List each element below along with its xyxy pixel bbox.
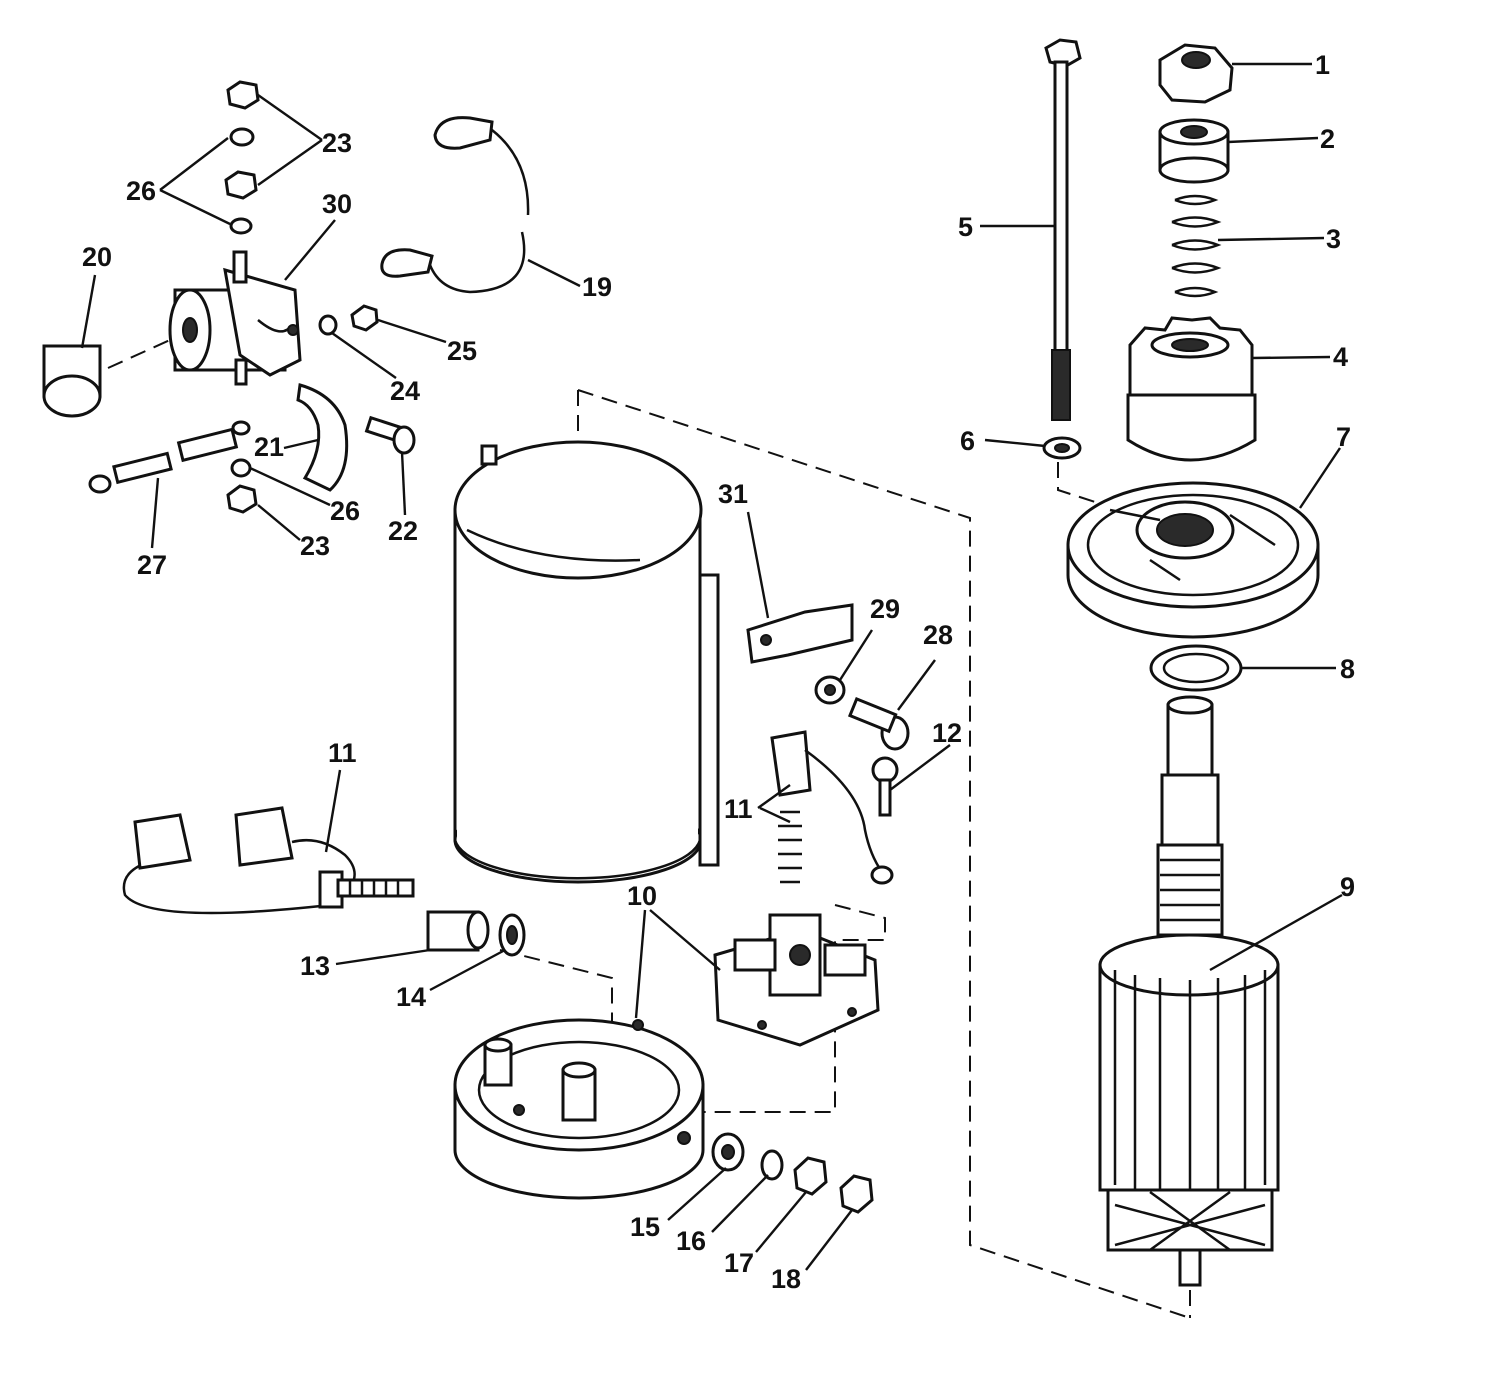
callout-21: 21 xyxy=(254,432,284,462)
callout-15: 15 xyxy=(630,1212,660,1242)
battery-cable xyxy=(380,116,530,294)
drive-stack xyxy=(1126,43,1257,462)
callout-24: 24 xyxy=(390,376,420,406)
callout-11b: 11 xyxy=(724,794,753,824)
callout-3: 3 xyxy=(1326,224,1341,254)
callout-25: 25 xyxy=(447,336,477,366)
callout-28: 28 xyxy=(923,620,953,650)
leader-lines xyxy=(80,62,1343,1271)
callout-5: 5 xyxy=(958,212,973,242)
callout-22: 22 xyxy=(388,516,418,546)
through-bolt xyxy=(1042,38,1082,460)
callout-12: 12 xyxy=(932,718,962,748)
plunger-link xyxy=(88,427,239,494)
callout-23a: 23 xyxy=(322,128,352,158)
callout-11a: 11 xyxy=(328,738,357,768)
callout-10: 10 xyxy=(627,881,657,911)
callout-31: 31 xyxy=(718,479,748,509)
callout-23b: 23 xyxy=(300,531,330,561)
callout-26b: 26 xyxy=(330,496,360,526)
callout-26a: 26 xyxy=(126,176,156,206)
callout-8: 8 xyxy=(1340,654,1355,684)
assembly-dashed-guides xyxy=(107,339,1191,1319)
thrust-washer xyxy=(1149,644,1243,692)
callout-14: 14 xyxy=(396,982,426,1012)
solenoid-assembly xyxy=(42,250,302,418)
callout-29: 29 xyxy=(870,594,900,624)
callout-13: 13 xyxy=(300,951,330,981)
callout-27: 27 xyxy=(137,550,167,580)
callout-6: 6 xyxy=(960,426,975,456)
brush-holder-plate xyxy=(713,913,880,1047)
callout-2: 2 xyxy=(1320,124,1335,154)
callout-20: 20 xyxy=(82,242,112,272)
callout-19: 19 xyxy=(582,272,612,302)
callout-labels: 1 2 3 4 5 6 7 8 9 10 11 11 12 13 14 15 1… xyxy=(82,50,1355,1294)
terminal-hardware xyxy=(711,1132,874,1214)
field-frame-housing xyxy=(453,440,720,884)
brush-set-right xyxy=(746,603,910,885)
solenoid-hardware xyxy=(224,80,379,514)
commutator-end-cap xyxy=(453,1018,705,1200)
callout-4: 4 xyxy=(1333,342,1348,372)
insulator-and-washer xyxy=(426,910,526,957)
callout-7: 7 xyxy=(1336,422,1351,452)
drive-end-head xyxy=(1066,481,1320,639)
callout-1: 1 xyxy=(1315,50,1330,80)
callout-30: 30 xyxy=(322,189,352,219)
callout-9: 9 xyxy=(1340,872,1355,902)
callout-17: 17 xyxy=(724,1248,754,1278)
armature xyxy=(1098,695,1280,1287)
brush-set-left xyxy=(122,806,415,915)
strap-and-screw xyxy=(296,383,416,492)
callout-16: 16 xyxy=(676,1226,706,1256)
callout-18: 18 xyxy=(771,1264,801,1294)
